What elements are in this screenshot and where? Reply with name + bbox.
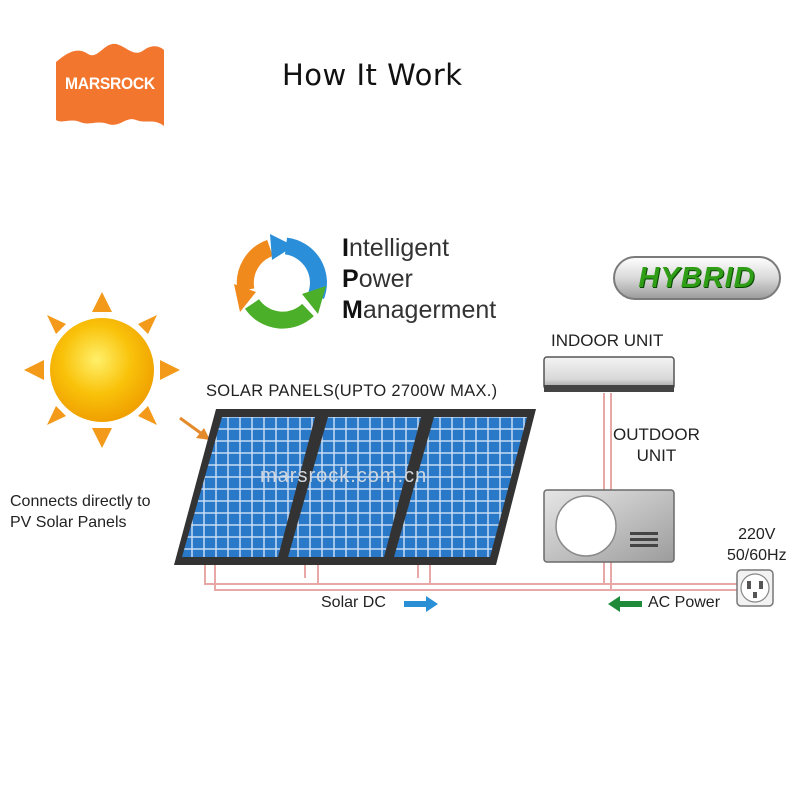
intelligent-power-management-text: Intelligent Power Managerment: [342, 233, 496, 326]
solar-dc-arrow-icon: [404, 596, 438, 612]
ipm-line-3: Managerment: [342, 296, 497, 324]
solar-panels-label: SOLAR PANELS(UPTO 2700W MAX.): [206, 382, 498, 400]
logo-flame-shape: [56, 43, 164, 126]
cycle-arrows-icon: [234, 234, 327, 329]
page-title: How It Work: [282, 58, 463, 92]
marsrock-logo: MARSROCK: [54, 40, 166, 130]
sun-icon: [24, 292, 180, 448]
hybrid-label: HYBRID: [638, 262, 756, 294]
grid-voltage-label: 220V 50/60Hz: [727, 526, 787, 564]
indoor-unit-icon: [543, 356, 675, 392]
indoor-unit-label: INDOOR UNIT: [551, 331, 664, 350]
hybrid-badge: HYBRID: [612, 255, 782, 301]
logo-text: MARSROCK: [65, 74, 155, 93]
sunlight-arrow-icon: [179, 416, 210, 440]
solar-panel-3: [386, 409, 536, 565]
ac-power-label: AC Power: [648, 594, 721, 611]
connects-directly-label: Connects directly to PV Solar Panels: [10, 493, 151, 531]
ipm-line-1: Intelligent: [342, 234, 450, 262]
solar-panel-2: [280, 409, 430, 565]
outdoor-unit-icon: [543, 489, 675, 563]
outdoor-unit-label: OUTDOOR UNIT: [613, 425, 700, 465]
ac-power-arrow-icon: [608, 596, 642, 612]
solar-panel-1: [174, 409, 324, 565]
solar-dc-label: Solar DC: [321, 594, 386, 611]
ipm-line-2: Power: [342, 265, 413, 293]
hybrid-badge-bg: [613, 256, 781, 300]
watermark: marsrock.com.cn: [260, 465, 428, 487]
power-outlet-icon: [736, 569, 774, 607]
